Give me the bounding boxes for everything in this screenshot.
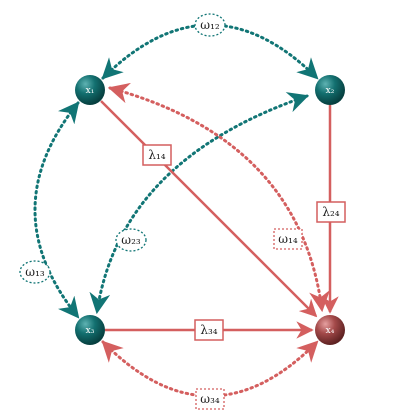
label-lambda34: λ₃₄ xyxy=(194,319,224,341)
svg-text:ω₂₃: ω₂₃ xyxy=(121,233,141,247)
edge-lambda14 xyxy=(100,100,318,318)
svg-text:ω₁₂: ω₁₂ xyxy=(200,18,220,32)
node-x3: x₃ xyxy=(75,315,105,345)
edge-omega34 xyxy=(101,340,319,398)
node-x2: x₂ xyxy=(315,75,345,105)
svg-text:x₁: x₁ xyxy=(86,86,95,96)
edge-omega14 xyxy=(107,82,330,313)
svg-text:x₃: x₃ xyxy=(86,326,95,336)
svg-text:ω₁₃: ω₁₃ xyxy=(25,265,45,279)
label-omega23: ω₂₃ xyxy=(115,228,147,252)
svg-text:x₄: x₄ xyxy=(326,326,335,336)
node-x1: x₁ xyxy=(75,75,105,105)
svg-text:λ₁₄: λ₁₄ xyxy=(148,148,165,162)
label-lambda24: λ₂₄ xyxy=(316,201,346,223)
svg-text:λ₂₄: λ₂₄ xyxy=(322,205,339,219)
svg-text:ω₃₄: ω₃₄ xyxy=(200,392,220,406)
label-omega13: ω₁₃ xyxy=(19,260,51,284)
label-omega14: ω₁₄ xyxy=(273,228,303,250)
label-omega12: ω₁₂ xyxy=(194,13,226,37)
label-omega34: ω₃₄ xyxy=(195,388,225,410)
edge-omega13 xyxy=(33,101,80,319)
svg-text:x₂: x₂ xyxy=(326,86,335,96)
label-lambda14: λ₁₄ xyxy=(142,144,172,166)
node-x4: x₄ xyxy=(315,315,345,345)
svg-text:λ₃₄: λ₃₄ xyxy=(200,323,217,337)
svg-text:ω₁₄: ω₁₄ xyxy=(278,232,298,246)
